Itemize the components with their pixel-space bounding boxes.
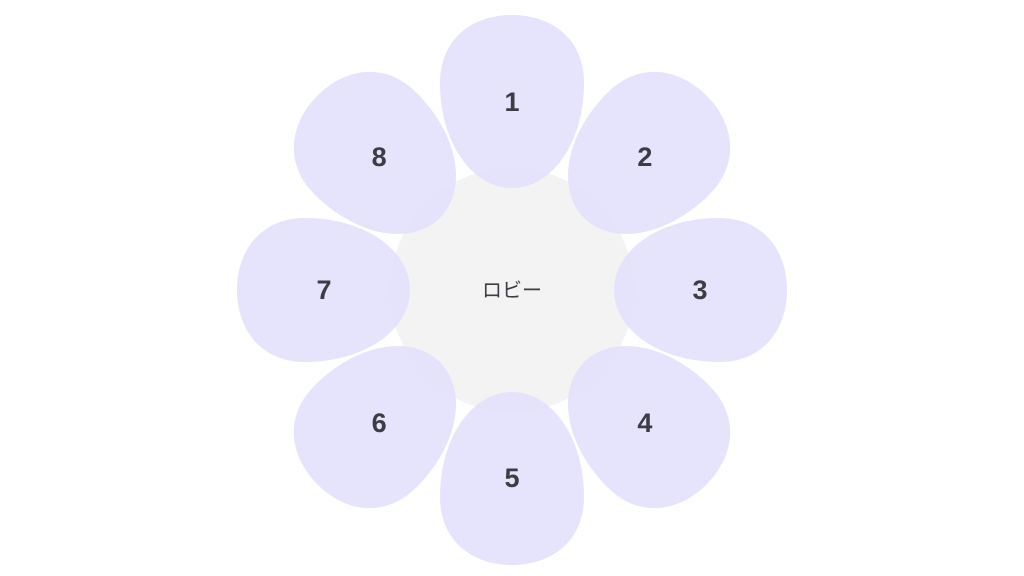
petal-label-8: 8 [372,142,387,172]
petal-label-group: 1 2 3 4 5 6 7 8 [316,87,707,493]
petal-8 [293,71,456,234]
petal-label-4: 4 [637,408,652,438]
center-label: ロビー [482,278,542,302]
petal-1 [440,15,584,188]
petal-5 [440,392,584,565]
petal-2 [568,71,731,234]
petal-label-5: 5 [504,463,519,493]
petal-label-3: 3 [692,275,707,305]
petal-6 [293,346,456,509]
petal-label-6: 6 [372,408,387,438]
petal-7 [237,218,410,362]
petal-label-1: 1 [504,87,519,117]
center-hub [390,168,634,412]
petal-group [237,15,787,565]
petal-3 [614,218,787,362]
petal-label-7: 7 [316,275,331,305]
petal-4 [568,346,731,509]
petal-label-2: 2 [637,142,652,172]
